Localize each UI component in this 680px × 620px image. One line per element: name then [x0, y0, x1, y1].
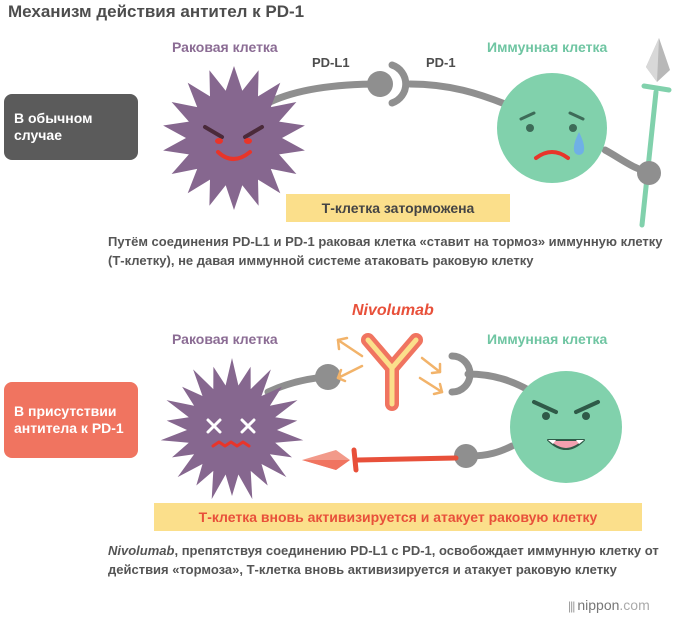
logo-tld: .com — [619, 597, 650, 613]
description-drug-name: Nivolumab — [108, 543, 175, 558]
pd1-connector-2 — [464, 370, 536, 396]
immune-cell-angry-icon — [510, 371, 622, 483]
antibody-description: Nivolumab, препятствуя соединению PD-L1 … — [108, 541, 668, 579]
immune-cell-label-2: Иммунная клетка — [487, 331, 608, 347]
nippon-logo: |||nippon.com — [568, 597, 650, 613]
normal-case-badge: В обычном случае — [4, 94, 138, 160]
pd1-label: PD-1 — [426, 55, 456, 70]
t-cell-reactivated-banner: Т-клетка вновь активизируется и атакует … — [154, 503, 642, 531]
immune-arm-knob-2 — [454, 444, 478, 468]
spear-attack-icon — [302, 447, 459, 473]
pdl1-label: PD-L1 — [312, 55, 350, 70]
immune-cell-label: Иммунная клетка — [487, 39, 608, 55]
pdl1-ligand-knob — [367, 71, 393, 97]
description-text: , препятствуя соединению PD-L1 с PD-1, о… — [108, 543, 659, 577]
cancer-cell-icon — [163, 66, 305, 210]
pd1-connector — [406, 80, 509, 108]
spear-icon — [639, 38, 672, 228]
cancer-cell-dying-icon — [160, 358, 304, 500]
immune-cell-sad-icon — [497, 73, 607, 183]
cancer-cell-label-2: Раковая клетка — [172, 331, 278, 347]
immune-arm-knob — [637, 161, 661, 185]
blocking-arrows-icon — [336, 336, 444, 396]
nivolumab-label: Nivolumab — [352, 302, 434, 319]
antibody-icon — [361, 333, 423, 411]
t-cell-inhibited-banner: Т-клетка заторможена — [286, 194, 510, 222]
logo-mark-icon: ||| — [568, 599, 575, 613]
logo-name: nippon — [577, 597, 620, 613]
pd1-receptor-cup — [388, 61, 410, 107]
cancer-cell-label: Раковая клетка — [172, 39, 278, 55]
pdl1-connector — [266, 80, 384, 106]
pdl1-ligand-knob-2 — [315, 364, 341, 390]
normal-description: Путём соединения PD-L1 и PD-1 раковая кл… — [108, 234, 663, 268]
antibody-case-badge: В присутствии антитела к PD-1 — [4, 382, 138, 458]
page-title: Механизм действия антител к PD-1 — [8, 2, 305, 21]
